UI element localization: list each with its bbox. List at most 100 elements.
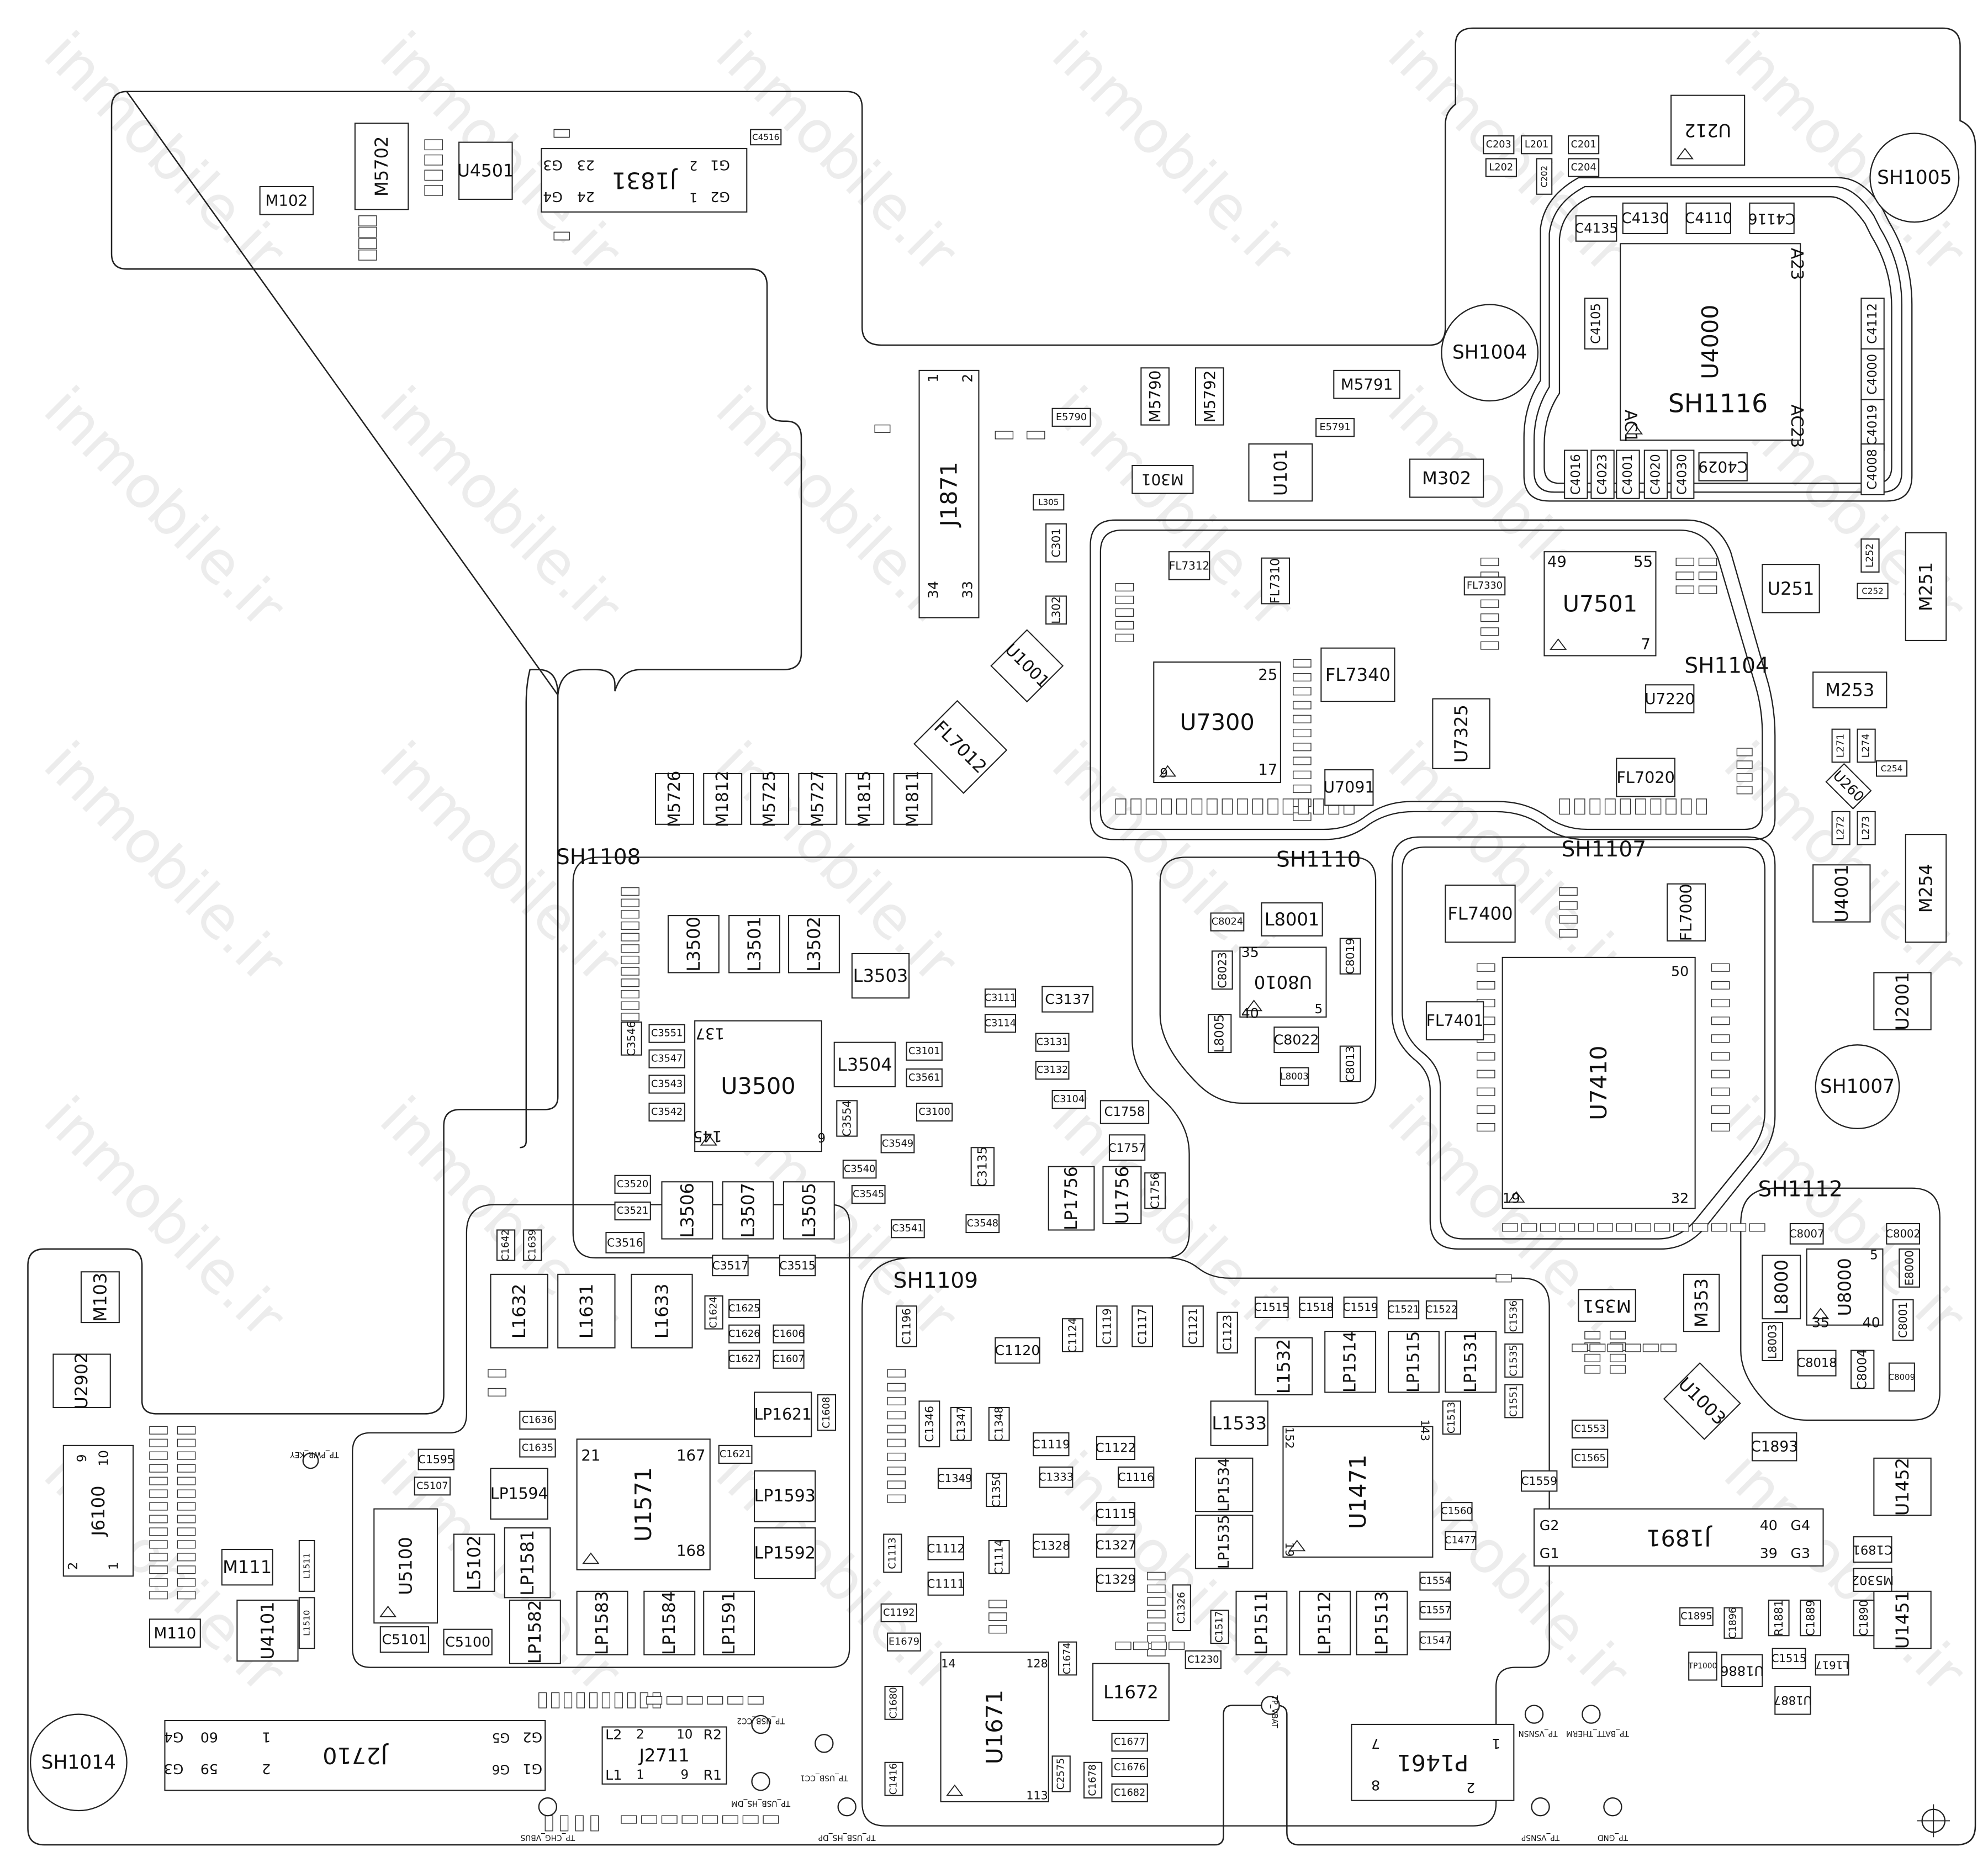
component-l8000[interactable]: L8000 — [1762, 1255, 1801, 1320]
component-lp1584[interactable]: LP1584 — [643, 1590, 696, 1655]
component-l3501[interactable]: L3501 — [728, 915, 781, 973]
component-l8005[interactable]: L8005 — [1207, 1014, 1232, 1054]
component-l271[interactable]: L271 — [1831, 728, 1850, 763]
component-c1557[interactable]: C1557 — [1419, 1601, 1451, 1620]
component-c1329[interactable]: C1329 — [1096, 1568, 1136, 1592]
component-c1333[interactable]: C1333 — [1039, 1466, 1074, 1488]
component-c3137[interactable]: C3137 — [1041, 986, 1094, 1013]
component-c3135[interactable]: C3135 — [970, 1146, 995, 1187]
component-j1831[interactable]: J1831 — [541, 148, 748, 213]
component-c202[interactable]: C202 — [1536, 158, 1553, 195]
component-fl7330[interactable]: FL7330 — [1463, 576, 1506, 596]
component-m103[interactable]: M103 — [80, 1271, 120, 1324]
component-c4008[interactable]: C4008 — [1860, 443, 1885, 495]
component-lp1513[interactable]: LP1513 — [1356, 1590, 1408, 1655]
component-j1891[interactable]: J1891 — [1534, 1508, 1824, 1567]
component-c1518[interactable]: C1518 — [1299, 1297, 1334, 1318]
component-c1519[interactable]: C1519 — [1343, 1297, 1378, 1318]
component-c3549[interactable]: C3549 — [880, 1134, 915, 1154]
component-l1631[interactable]: L1631 — [557, 1273, 616, 1349]
component-u4000[interactable]: U4000 — [1620, 243, 1801, 441]
component-c1547[interactable]: C1547 — [1419, 1631, 1451, 1650]
component-c4116[interactable]: C4116 — [1748, 202, 1796, 234]
component-u7501[interactable]: U7501 — [1543, 551, 1657, 657]
component-c1554[interactable]: C1554 — [1419, 1572, 1451, 1591]
component-l1533[interactable]: L1533 — [1210, 1400, 1268, 1446]
component-l1510[interactable]: L1510 — [298, 1597, 315, 1649]
component-c4020[interactable]: C4020 — [1643, 449, 1668, 499]
component-c8004[interactable]: C8004 — [1850, 1350, 1875, 1390]
component-l3505[interactable]: L3505 — [782, 1181, 835, 1240]
component-m353[interactable]: M353 — [1683, 1273, 1720, 1332]
component-c1192[interactable]: C1192 — [880, 1603, 917, 1622]
component-m5790[interactable]: M5790 — [1140, 367, 1170, 426]
component-u251[interactable]: U251 — [1762, 564, 1820, 613]
component-c8019[interactable]: C8019 — [1339, 938, 1361, 975]
component-fl7340[interactable]: FL7340 — [1320, 647, 1395, 702]
component-l8001[interactable]: L8001 — [1261, 902, 1323, 936]
component-c4030[interactable]: C4030 — [1670, 449, 1695, 499]
component-u3500[interactable]: U3500 — [694, 1020, 822, 1152]
component-m110[interactable]: M110 — [149, 1618, 201, 1648]
component-lp1591[interactable]: LP1591 — [703, 1590, 755, 1655]
test-point[interactable]: TP_USB_HS_DP — [818, 1797, 876, 1842]
test-point[interactable]: TP_GND — [1598, 1797, 1629, 1842]
test-point[interactable]: TP_CHG_VBUS — [520, 1797, 575, 1842]
component-c1196[interactable]: C1196 — [896, 1305, 917, 1347]
component-l5102[interactable]: L5102 — [453, 1533, 495, 1592]
component-lp1535[interactable]: LP1535 — [1195, 1515, 1254, 1569]
component-c1326[interactable]: C1326 — [1172, 1584, 1191, 1632]
component-m1811[interactable]: M1811 — [893, 771, 933, 827]
component-u4101[interactable]: U4101 — [236, 1599, 299, 1662]
component-m302[interactable]: M302 — [1409, 458, 1484, 498]
component-c3515[interactable]: C3515 — [779, 1255, 816, 1277]
component-c1124[interactable]: C1124 — [1061, 1318, 1083, 1353]
component-c1625[interactable]: C1625 — [728, 1299, 760, 1318]
component-l1532[interactable]: L1532 — [1254, 1337, 1313, 1396]
component-c4110[interactable]: C4110 — [1685, 202, 1732, 234]
component-l1617[interactable]: L1617 — [1815, 1654, 1849, 1676]
component-c1639[interactable]: C1639 — [523, 1229, 542, 1261]
component-c4516[interactable]: C4516 — [750, 129, 782, 146]
component-m5702[interactable]: M5702 — [354, 123, 409, 210]
component-c1230[interactable]: C1230 — [1185, 1650, 1222, 1669]
component-m5792[interactable]: M5792 — [1195, 367, 1224, 426]
component-j6100[interactable]: J6100 — [62, 1445, 134, 1577]
component-c5101[interactable]: C5101 — [379, 1626, 430, 1653]
component-c8013[interactable]: C8013 — [1339, 1045, 1361, 1082]
component-c8002[interactable]: C8002 — [1886, 1223, 1921, 1245]
component-lp1512[interactable]: LP1512 — [1299, 1590, 1351, 1655]
component-l3506[interactable]: L3506 — [661, 1181, 713, 1240]
test-point[interactable]: TP_BATT_THERM — [1566, 1705, 1630, 1738]
component-lp1592[interactable]: LP1592 — [754, 1527, 816, 1579]
component-c1535[interactable]: C1535 — [1504, 1343, 1524, 1378]
component-c4135[interactable]: C4135 — [1574, 215, 1618, 242]
component-u1887[interactable]: U1887 — [1774, 1686, 1812, 1715]
component-fl7310[interactable]: FL7310 — [1261, 557, 1290, 605]
component-u7300[interactable]: U7300 — [1153, 661, 1281, 784]
component-l252[interactable]: L252 — [1860, 538, 1880, 573]
component-c4105[interactable]: C4105 — [1584, 297, 1609, 350]
component-c1565[interactable]: C1565 — [1571, 1448, 1609, 1468]
component-m5725[interactable]: M5725 — [750, 771, 790, 827]
component-tp1000[interactable]: TP1000 — [1688, 1652, 1717, 1681]
component-u2001[interactable]: U2001 — [1873, 972, 1932, 1030]
component-c1117[interactable]: C1117 — [1132, 1305, 1154, 1347]
component-c4000[interactable]: C4000 — [1860, 348, 1885, 400]
component-c1607[interactable]: C1607 — [773, 1350, 805, 1369]
component-c1895[interactable]: C1895 — [1679, 1607, 1714, 1626]
component-c1515[interactable]: C1515 — [1772, 1648, 1806, 1669]
component-c1757[interactable]: C1757 — [1108, 1134, 1146, 1161]
component-l202[interactable]: L202 — [1485, 158, 1517, 177]
component-c1682[interactable]: C1682 — [1111, 1783, 1148, 1802]
component-c1111[interactable]: C1111 — [927, 1572, 965, 1596]
component-lp1593[interactable]: LP1593 — [754, 1470, 816, 1522]
component-c4130[interactable]: C4130 — [1621, 202, 1669, 234]
component-c4029[interactable]: C4029 — [1698, 452, 1748, 482]
component-c3551[interactable]: C3551 — [648, 1024, 685, 1043]
component-e1679[interactable]: E1679 — [887, 1632, 921, 1652]
component-lp1511[interactable]: LP1511 — [1235, 1590, 1288, 1655]
component-c1122[interactable]: C1122 — [1096, 1436, 1136, 1461]
component-m251[interactable]: M251 — [1905, 532, 1947, 641]
component-c3561[interactable]: C3561 — [906, 1068, 943, 1088]
